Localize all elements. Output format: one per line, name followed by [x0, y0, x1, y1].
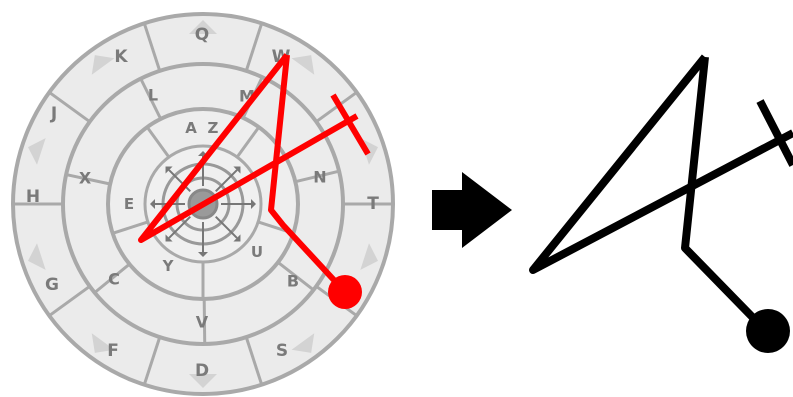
letter-u: U [251, 243, 263, 261]
letter-y: Y [162, 257, 175, 275]
letter-h: H [26, 187, 40, 207]
letter-v: V [196, 313, 209, 332]
black-sigil-start-dot [746, 309, 790, 353]
letter-c: C [108, 270, 120, 289]
black-sigil-stroke-1 [533, 57, 793, 270]
letter-x: X [79, 169, 92, 188]
letter-l: L [148, 86, 158, 105]
right-arrow-icon [432, 172, 512, 248]
letter-e: E [124, 195, 134, 213]
black-sigil [533, 57, 793, 353]
letter-a: A [185, 119, 197, 137]
letter-t: T [367, 194, 379, 214]
letter-z: Z [208, 119, 219, 137]
letter-b: B [287, 272, 299, 291]
letter-q: Q [195, 25, 209, 45]
red-sigil-start-dot [328, 275, 362, 309]
letter-d: D [195, 361, 209, 381]
letter-s: S [276, 341, 288, 361]
letter-j: J [50, 104, 57, 124]
letter-g: G [45, 275, 59, 295]
letter-k: K [114, 47, 128, 67]
letter-n: N [313, 168, 326, 187]
letter-f: F [107, 341, 119, 361]
black-sigil-stroke-2 [685, 57, 765, 330]
